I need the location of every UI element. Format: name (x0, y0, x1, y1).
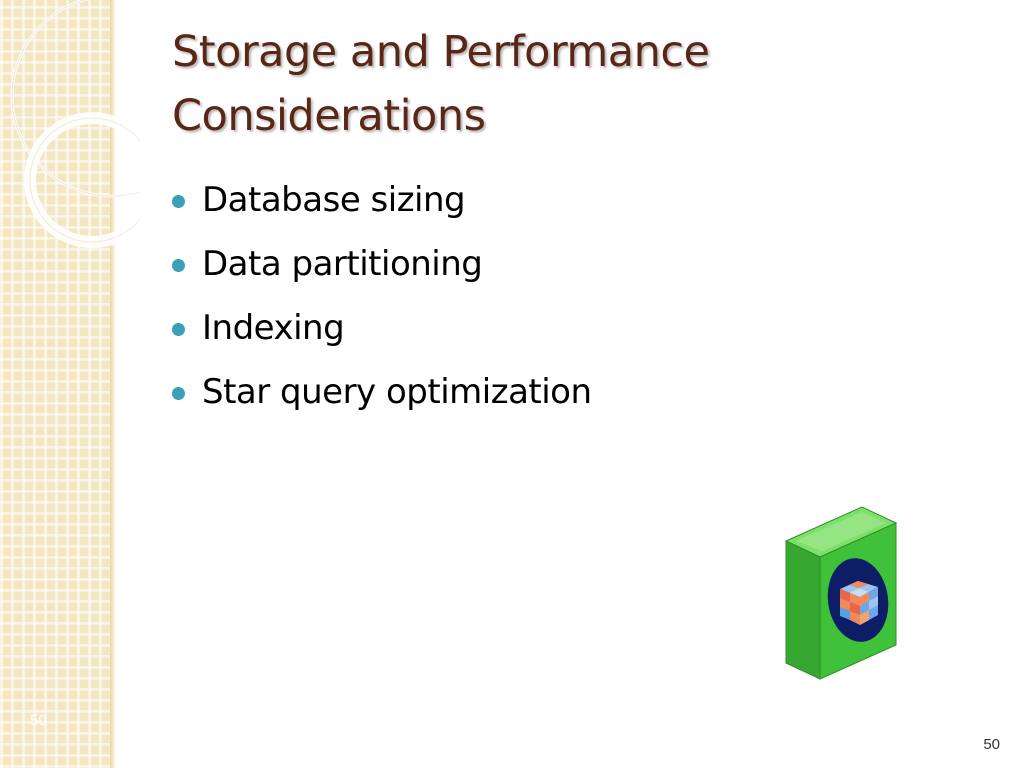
bullet-dot-icon (172, 322, 185, 336)
ring-decoration (10, 0, 140, 248)
bullet-dot-icon (172, 386, 185, 400)
bullet-item: Indexing (172, 296, 592, 360)
page-number: 50 (983, 736, 1000, 753)
bullet-item: Star query optimization (172, 360, 592, 424)
bullet-text: Database sizing (202, 180, 466, 220)
bullet-text: Data partitioning (202, 244, 483, 284)
side-band-edge (110, 0, 116, 768)
bullet-list: Database sizing Data partitioning Indexi… (172, 168, 592, 424)
bullet-text: Indexing (202, 308, 345, 348)
side-page-number: 50 (30, 712, 47, 729)
slide-title: Storage and Performance Considerations (172, 27, 710, 141)
bullet-item: Database sizing (172, 168, 592, 232)
bullet-item: Data partitioning (172, 232, 592, 296)
bullet-dot-icon (172, 258, 185, 272)
database-box-icon (784, 506, 898, 680)
bullet-dot-icon (172, 194, 185, 208)
bullet-text: Star query optimization (202, 372, 592, 412)
